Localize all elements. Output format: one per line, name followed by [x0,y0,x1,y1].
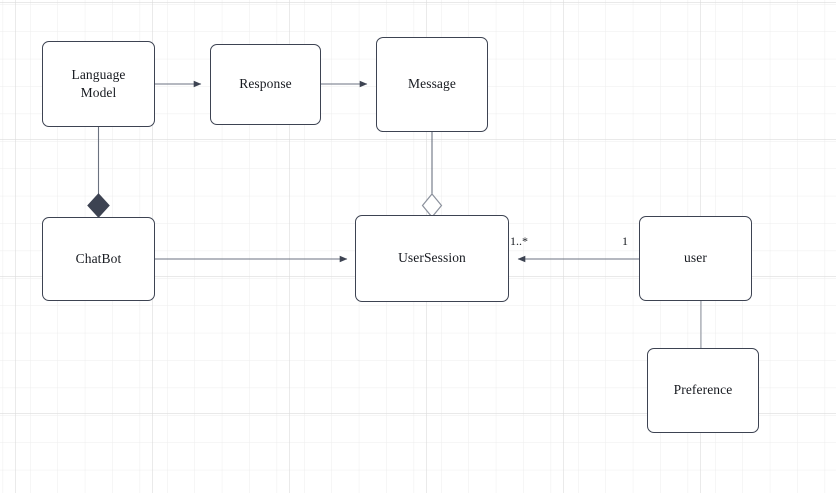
filled-diamond-marker [87,193,110,218]
node-message-label: Message [408,76,456,92]
node-user[interactable]: user [639,216,752,301]
node-user-session[interactable]: UserSession [355,215,509,302]
hollow-diamond-marker [421,193,443,218]
edge-message-to-user-session [421,132,443,218]
node-message[interactable]: Message [376,37,488,132]
node-preference[interactable]: Preference [647,348,759,433]
node-chatbot-label: ChatBot [75,250,122,266]
node-user-session-label: UserSession [398,250,466,266]
node-preference-label: Preference [673,382,733,398]
edge-label-multiplicity-one: 1 [622,234,628,248]
node-chatbot[interactable]: ChatBot [42,217,155,301]
node-response[interactable]: Response [210,44,321,125]
node-language-model[interactable]: Language Model [42,41,155,127]
node-language-model-label: Language Model [71,66,126,100]
node-user-label: user [684,250,707,266]
edge-language-model-to-chatbot [87,127,110,218]
edge-label-multiplicity-many: 1..* [510,234,528,248]
node-response-label: Response [239,76,292,92]
